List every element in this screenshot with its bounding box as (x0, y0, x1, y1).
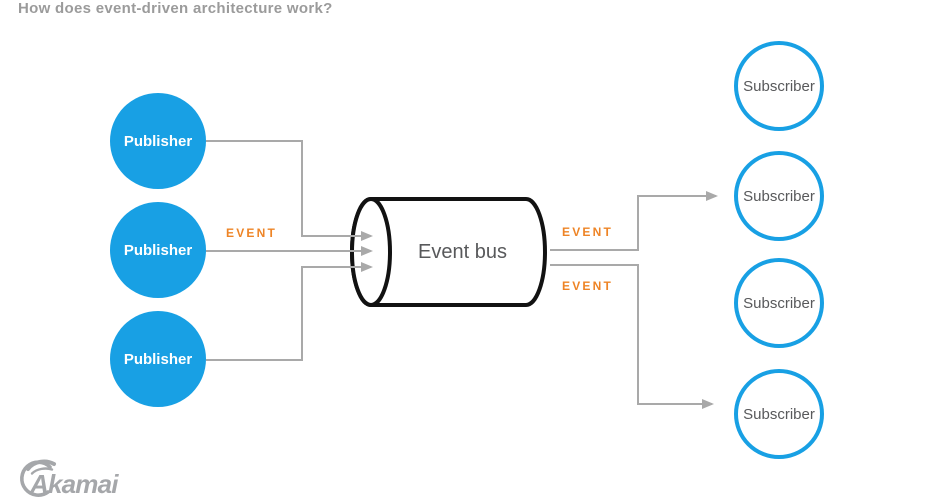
subscriber-node-1: Subscriber (734, 41, 824, 131)
publisher-node-1: Publisher (110, 93, 206, 189)
publisher-node-2: Publisher (110, 202, 206, 298)
akamai-logo-wave-icon (26, 459, 56, 471)
publisher-label: Publisher (123, 241, 193, 259)
subscriber-node-4: Subscriber (734, 369, 824, 459)
subscriber-node-2: Subscriber (734, 151, 824, 241)
event-label-right-bottom: EVENT (562, 279, 614, 293)
subscriber-label: Subscriber (743, 187, 815, 205)
event-label-left: EVENT (226, 226, 278, 240)
event-label-right-top: EVENT (562, 225, 614, 239)
page-title: How does event-driven architecture work? (18, 0, 333, 17)
connector-bus-to-subscriber2 (550, 191, 718, 251)
akamai-logo: Akamai (20, 459, 120, 499)
subscriber-node-3: Subscriber (734, 258, 824, 348)
event-bus-label: Event bus (418, 240, 507, 263)
publisher-label: Publisher (123, 132, 193, 150)
connector-bus-to-subscriber4 (550, 264, 714, 409)
connector-publisher1-to-bus (206, 140, 373, 241)
subscriber-label: Subscriber (743, 77, 815, 95)
subscriber-label: Subscriber (743, 294, 815, 312)
publisher-node-3: Publisher (110, 311, 206, 407)
subscriber-label: Subscriber (743, 405, 815, 423)
connector-publisher3-to-bus (206, 262, 373, 361)
publisher-label: Publisher (123, 350, 193, 368)
akamai-logo-text: Akamai (29, 469, 119, 499)
akamai-logo-wave-small-icon (30, 467, 54, 475)
